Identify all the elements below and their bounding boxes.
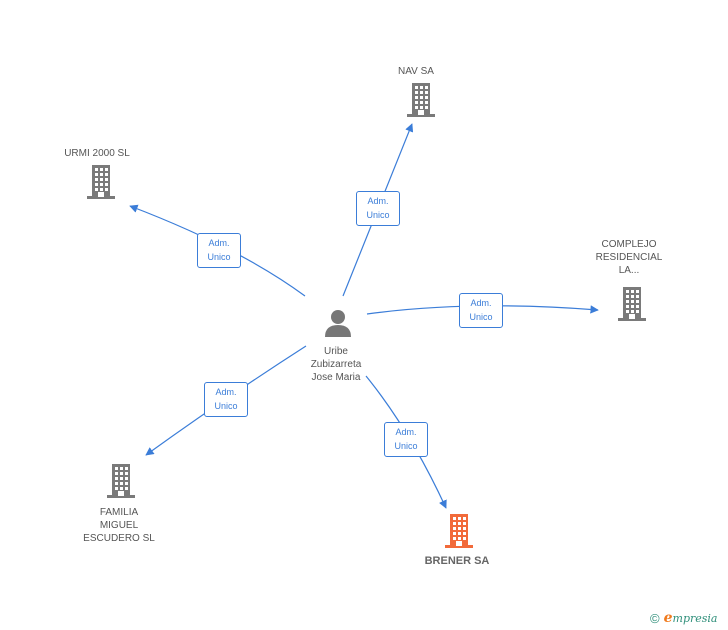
company-label-familia[interactable]: FAMILIA MIGUEL ESCUDERO SL — [69, 506, 169, 545]
label-line: Jose Maria — [311, 372, 361, 383]
label-line: Zubizarreta — [310, 359, 362, 370]
role-label-line: Adm. — [395, 427, 417, 437]
role-label-line: Unico — [214, 401, 238, 411]
company-label-brener[interactable]: BRENER SA — [407, 555, 507, 568]
label-line: ESCUDERO SL — [83, 533, 155, 544]
label-line: MIGUEL — [99, 520, 139, 531]
role-label-line: Unico — [469, 312, 493, 322]
role-label-brener[interactable]: Adm. Unico — [384, 422, 428, 457]
role-label-line: Adm. — [208, 238, 230, 248]
label-line: RESIDENCIAL — [595, 252, 663, 263]
company-label-nav[interactable]: NAV SA — [376, 65, 456, 78]
role-label-line: Unico — [394, 441, 418, 451]
role-label-line: Adm. — [367, 196, 389, 206]
label-line: LA... — [618, 265, 640, 276]
building-icon[interactable] — [85, 165, 117, 199]
role-label-nav[interactable]: Adm. Unico — [356, 191, 400, 226]
label-line: URMI 2000 SL — [64, 148, 130, 159]
role-label-line: Unico — [366, 210, 390, 220]
role-label-complejo[interactable]: Adm. Unico — [459, 293, 503, 328]
copyright-icon: © — [650, 610, 660, 626]
building-icon[interactable] — [105, 464, 137, 498]
role-label-line: Adm. — [470, 298, 492, 308]
role-label-line: Unico — [207, 252, 231, 262]
label-line: BRENER SA — [424, 555, 490, 567]
label-line: FAMILIA — [99, 507, 139, 518]
label-line: COMPLEJO — [601, 239, 657, 250]
company-label-complejo[interactable]: COMPLEJO RESIDENCIAL LA... — [584, 238, 674, 277]
building-icon[interactable] — [443, 514, 475, 548]
role-label-familia[interactable]: Adm. Unico — [204, 382, 248, 417]
building-icon[interactable] — [405, 83, 437, 117]
role-label-line: Adm. — [215, 387, 237, 397]
building-icon[interactable] — [616, 287, 648, 321]
label-line: Uribe — [324, 346, 348, 357]
brand-footer: © empresia — [650, 608, 717, 628]
person-icon[interactable] — [323, 309, 353, 337]
role-label-urmi[interactable]: Adm. Unico — [197, 233, 241, 268]
company-label-urmi[interactable]: URMI 2000 SL — [52, 147, 142, 160]
label-line: NAV SA — [398, 66, 434, 77]
brand-logo[interactable]: empresia — [663, 610, 718, 626]
